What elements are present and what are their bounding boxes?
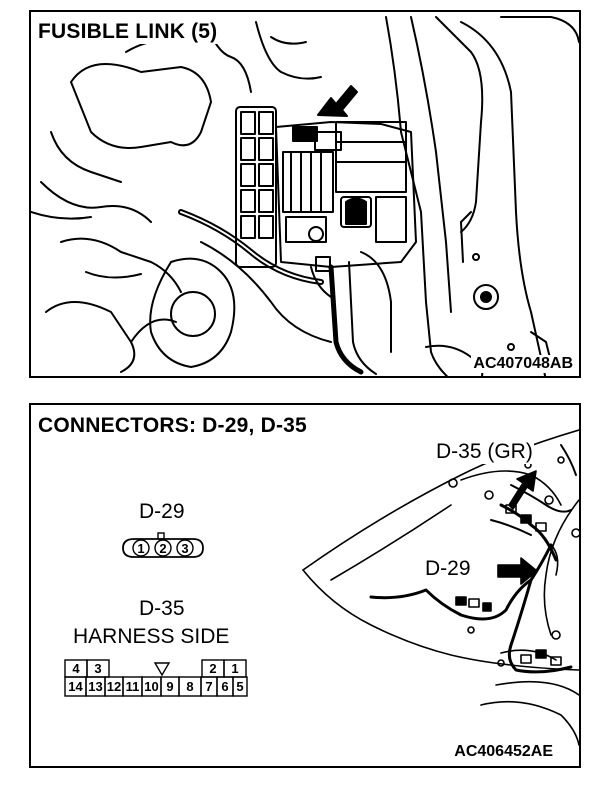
harness-side-label: HARNESS SIDE	[73, 625, 230, 648]
figure-code-bottom: AC406452AE	[452, 743, 555, 761]
figure-code-top: AC407048AB	[471, 355, 575, 373]
dashboard-illustration	[302, 429, 579, 746]
d35-pin-4: 4	[72, 661, 80, 676]
d35-pin-7: 7	[205, 679, 212, 694]
d35-pin-9: 9	[166, 679, 173, 694]
fusible-link-panel: FUSIBLE LINK (5) AC407048AB	[29, 10, 581, 378]
d35-pin-12: 12	[107, 679, 121, 694]
engine-bay-illustration	[31, 16, 579, 376]
d35-pin-14: 14	[68, 679, 83, 694]
d35-connector-face: 4 3 2 1 14 13 12 11 10 9 8 7 6 5	[64, 659, 248, 697]
d35-pin-6: 6	[221, 679, 228, 694]
d35-pin-3: 3	[94, 661, 101, 676]
d35-callout: D-35 (GR)	[435, 440, 534, 464]
d35-pin-13: 13	[88, 679, 102, 694]
d29-pin-1: 1	[137, 541, 144, 556]
d29-connector-face: 1 2 3	[122, 532, 204, 558]
d29-pin-2: 2	[159, 541, 166, 556]
d35-pin-10: 10	[144, 679, 158, 694]
d35-pin-11: 11	[126, 679, 140, 694]
connectors-title: CONNECTORS: D-29, D-35	[35, 414, 310, 438]
d35-pin-8: 8	[186, 679, 193, 694]
d35-pin-5: 5	[236, 679, 243, 694]
d35-connector-label: D-35	[139, 597, 185, 620]
d29-pin-3: 3	[181, 541, 188, 556]
d29-callout: D-29	[424, 557, 472, 581]
fusible-link-title: FUSIBLE LINK (5)	[35, 20, 221, 44]
d35-pin-2: 2	[209, 661, 216, 676]
connectors-panel: CONNECTORS: D-29, D-35 D-35 (GR) D-29 D-…	[29, 403, 581, 768]
d29-connector-label: D-29	[139, 500, 185, 523]
d35-pin-1: 1	[231, 661, 238, 676]
